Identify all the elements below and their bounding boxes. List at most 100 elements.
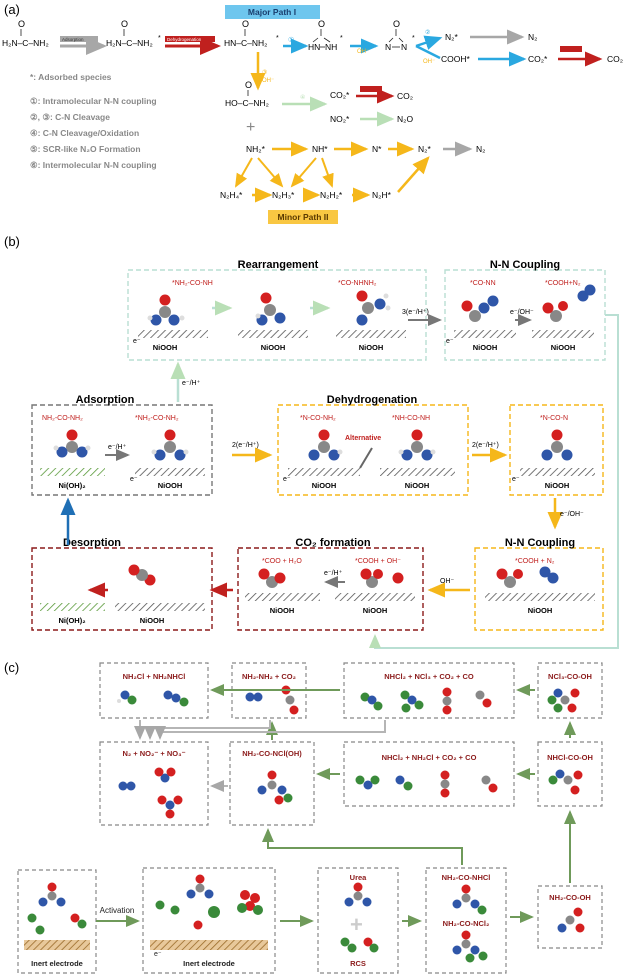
svg-text:+: + <box>350 912 363 937</box>
svg-text:OH⁻: OH⁻ <box>357 49 369 55</box>
n2h2-adsorbed: N₂H₂* <box>320 190 343 200</box>
rearrangement-box <box>127 269 427 361</box>
n2-adsorbed: N₂* <box>445 32 458 42</box>
svg-text:NiOOH: NiOOH <box>363 606 388 615</box>
label-nhcl2-ncl3: NHCl₂ + NCl₃ + CO₂ + CO <box>384 672 474 681</box>
co2-formation-title: CO₂ formation <box>295 537 370 549</box>
svg-text:e⁻: e⁻ <box>130 476 138 483</box>
svg-text:+: + <box>246 119 255 136</box>
dehydrogenation-2-box <box>509 404 604 496</box>
species-co-nhnh2: *CO-NHNH₂ <box>338 280 377 287</box>
svg-text:③: ③ <box>262 69 267 76</box>
co2-from-carbamic: CO₂* <box>330 90 350 100</box>
svg-text:N₂: N₂ <box>476 144 485 154</box>
box-nh2-co-nhcl <box>425 867 507 974</box>
svg-text:②: ② <box>425 29 430 36</box>
svg-text:CO₂: CO₂ <box>397 91 413 101</box>
label-nh2-co-ncl-oh: NH₂-CO-NCl(OH) <box>242 749 302 758</box>
step-eh-up: e⁻/H⁺ <box>182 380 201 387</box>
panel-b-label: (b) <box>4 234 20 249</box>
major-path-badge <box>225 5 320 19</box>
svg-text:NiOOH: NiOOH <box>359 343 384 352</box>
species-urea-ads: *NH₂-CO-NH₂ <box>135 415 179 422</box>
label-inert-1: Inert electrode <box>31 959 83 968</box>
n2h4-adsorbed: N₂H₄* <box>220 190 243 200</box>
label-inert-2: Inert electrode <box>183 959 235 968</box>
svg-text:*: * <box>158 35 161 42</box>
cooh-adsorbed: COOH* <box>441 54 471 64</box>
co2-formation-box <box>237 547 424 631</box>
svg-text:e⁻: e⁻ <box>133 338 141 345</box>
panel-b: (b) Rearrangement N-N Coupling Adsorptio… <box>4 234 619 649</box>
svg-text:N: N <box>401 42 407 52</box>
panel-a: (a) Major Path I O H₂N–C–NH₂ Adsorption … <box>2 2 623 224</box>
box-urea-rcs <box>317 867 399 974</box>
label-nh2-co-nhcl: NH₂-CO-NHCl <box>442 873 491 882</box>
svg-text:N: N <box>385 42 391 52</box>
svg-text:NiOOH: NiOOH <box>405 481 430 490</box>
svg-text:HN: HN <box>308 42 320 52</box>
box-nhcl2-nh2cl <box>343 741 515 807</box>
svg-text:OH⁻: OH⁻ <box>423 59 435 65</box>
svg-text:O: O <box>242 19 249 29</box>
species-n-co-nh2: *N-CO-NH₂ <box>300 415 336 422</box>
svg-text:NiOOH: NiOOH <box>261 343 286 352</box>
nn-coupling-title-bottom: N-N Coupling <box>505 537 575 549</box>
label-activation: Activation <box>100 906 135 915</box>
species-cooh-oh: *COOH + OH⁻ <box>355 558 401 565</box>
urea-adsorbed: H₂N–C–NH₂ <box>106 38 153 48</box>
n-adsorbed: N* <box>372 144 382 154</box>
n2-gas: N₂ <box>528 32 537 42</box>
desorption-title: Desorption <box>63 537 121 549</box>
legend-adsorbed: *: Adsorbed species <box>30 72 112 82</box>
no2-adsorbed: NO₂* <box>330 114 350 124</box>
step-2eh-2: 2(e⁻/H⁺) <box>472 442 499 449</box>
svg-text:①: ① <box>288 36 294 44</box>
legend-5: ⑥: Intermolecular N-N coupling <box>30 160 157 170</box>
legend-3: ④: C-N Cleavage/Oxidation <box>30 128 139 138</box>
box-n2-no2-no3 <box>99 741 209 826</box>
label-n2-no2-no3: N₂ + NO₂⁻ + NO₃⁻ <box>122 749 185 758</box>
svg-text:*: * <box>276 35 279 42</box>
molecules-c <box>27 685 585 963</box>
box-nhcl-co-oh <box>537 741 603 807</box>
molecules-b <box>53 284 596 588</box>
carbamic-species: HO–C–NH₂ <box>225 98 269 108</box>
n2o-gas: N₂O <box>397 114 413 124</box>
svg-text:NiOOH: NiOOH <box>551 343 576 352</box>
nh-adsorbed: NH* <box>312 144 328 154</box>
step-eoh: e⁻/OH⁻ <box>510 309 534 316</box>
svg-text:NiOOH: NiOOH <box>473 343 498 352</box>
surface-labels: NiOOH NiOOH NiOOH NiOOH NiOOH Ni(OH)₂ Ni… <box>58 343 575 625</box>
n2-adsorbed-2: N₂* <box>418 144 431 154</box>
step-2eh-1: 2(e⁻/H⁺) <box>232 442 259 449</box>
panel-c: (c) NH₂Cl + NH₂NHCl NH₂-NH₂ + CO₂ NHCl₂ … <box>4 660 603 974</box>
svg-text:e⁻: e⁻ <box>512 476 520 483</box>
dehydrogenation-box <box>277 404 469 496</box>
n2h3-adsorbed: N₂H₃* <box>272 190 295 200</box>
adsorption-tag: Adsorption <box>62 37 84 42</box>
legend-2: ②, ③: C-N Cleavage <box>30 112 110 122</box>
svg-text:NiOOH: NiOOH <box>140 616 165 625</box>
co2-adsorbed: CO₂* <box>528 54 548 64</box>
nn-coupling-bottom-box <box>474 547 604 631</box>
svg-text:NiOOH: NiOOH <box>312 481 337 490</box>
svg-text:e⁻: e⁻ <box>283 476 291 483</box>
species-nh-co-nh: *NH-CO-NH <box>392 415 430 422</box>
deprotonated-urea: HN–C–NH₂ <box>224 38 267 48</box>
species-co-nn: *CO-NN <box>470 280 496 287</box>
svg-text:NH: NH <box>325 42 337 52</box>
box-ncl3-co-oh <box>537 662 603 719</box>
label-nhcl2-nh2cl: NHCl₂ + NH₂Cl + CO₂ + CO <box>382 753 477 762</box>
svg-text:*: * <box>412 35 415 42</box>
n2h-adsorbed: N₂H* <box>372 190 392 200</box>
species-nh2-co-nh: *NH₂-CO-NH <box>172 280 213 287</box>
nh2-adsorbed: NH₂* <box>246 144 266 154</box>
label-urea: Urea <box>350 873 368 882</box>
svg-text:O: O <box>121 19 128 29</box>
nn-coupling-title-top: N-N Coupling <box>490 259 560 271</box>
box-nh2-co-oh <box>537 885 603 949</box>
panel-a-label: (a) <box>4 2 20 17</box>
species-cooh-n2: *COOH+N₂ <box>545 280 581 287</box>
box-nh2cl-nh2nhcl <box>99 662 209 719</box>
